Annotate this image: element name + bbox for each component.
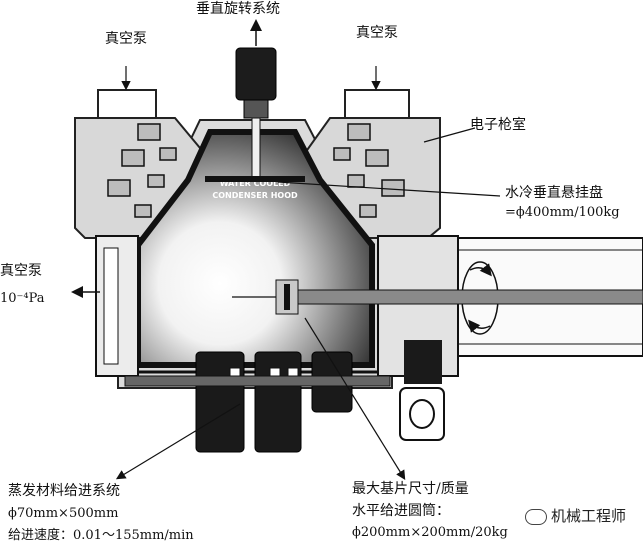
label-horizontal-cylinder: 水平给进圆筒： [352, 503, 450, 519]
label-plate-spec: =ϕ400mm/100kg [505, 205, 620, 220]
right-gun-blocks [333, 123, 405, 218]
base-ring [124, 375, 391, 387]
label-vertical-rotation: 垂直旋转系统 [196, 1, 280, 17]
left-gun-blocks [107, 123, 177, 218]
rotation-shaft [251, 117, 261, 179]
watermark: 机械工程师 [525, 505, 626, 526]
label-electron-gun-room: 电子枪室 [470, 117, 526, 133]
label-substrate-spec: ϕ200mm×200mm/20kg [352, 525, 508, 540]
left-vacuum-flange [97, 89, 157, 119]
label-evap-feed-size: ϕ70mm×500mm [8, 506, 119, 521]
wechat-icon [525, 508, 547, 525]
label-water-cooled-plate: 水冷垂直悬挂盘 [505, 185, 603, 201]
hood-label-line1: WATER COOLED [220, 179, 291, 188]
evaporation-feed-cylinders [195, 351, 353, 453]
label-vacuum-pump-side: 真空泵 [0, 263, 42, 279]
right-vacuum-flange [344, 89, 410, 119]
label-evap-feed-speed: 给进速度：0.01～155mm/min [8, 528, 194, 543]
gate-valve-motor [404, 340, 442, 384]
label-vacuum-pump-left: 真空泵 [105, 31, 147, 47]
rotation-motor [235, 47, 277, 101]
label-evap-feed-system: 蒸发材料给进系统 [8, 483, 120, 499]
hood-label-line2: CONDENSER HOOD [212, 191, 298, 200]
suspended-plate [205, 176, 305, 182]
substrate-rod [297, 289, 643, 305]
label-max-substrate: 最大基片尺寸/质量 [352, 481, 469, 497]
watermark-text: 机械工程师 [551, 507, 627, 525]
label-pressure: 10⁻⁴Pa [0, 291, 45, 306]
label-vacuum-pump-right: 真空泵 [356, 25, 398, 41]
